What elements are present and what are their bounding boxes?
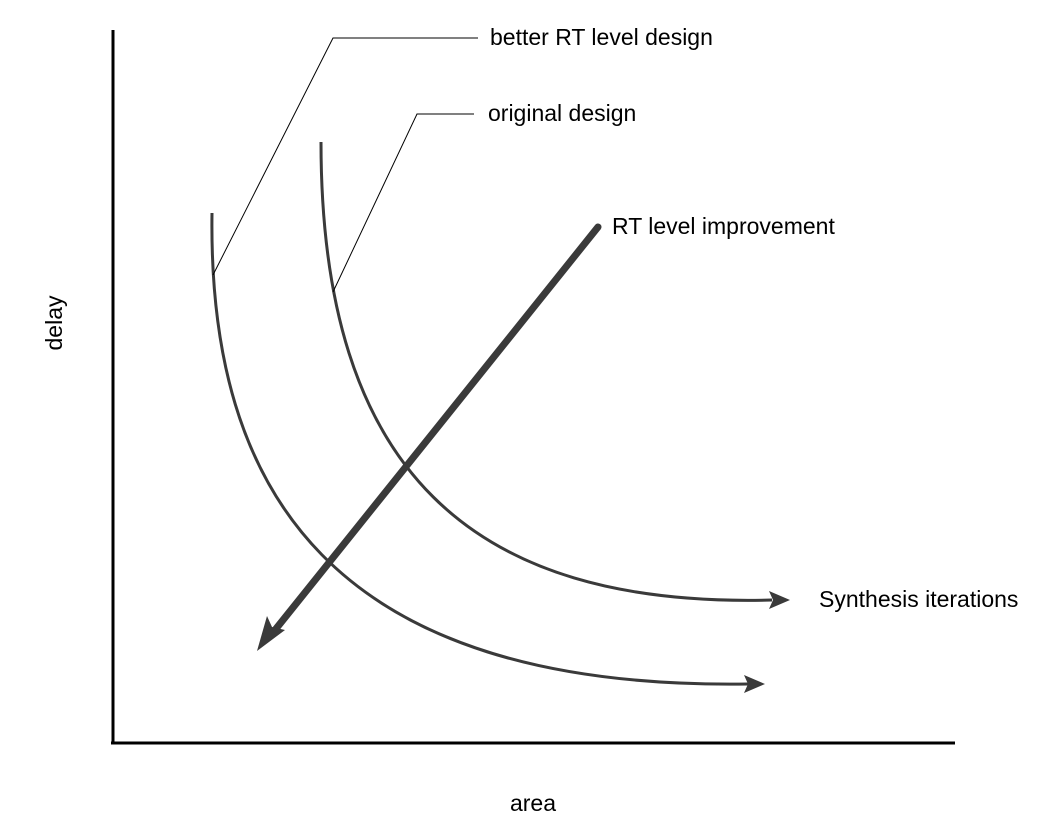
better-design-leader	[212, 37, 478, 276]
y-axis-label: delay	[41, 295, 67, 350]
original-design-curve	[319, 141, 773, 602]
improvement-arrow-shaft	[271, 223, 602, 634]
x-axis-label: area	[510, 790, 556, 814]
improvement-arrowhead	[257, 616, 285, 651]
better-design-curve	[210, 212, 749, 686]
improvement-label: RT level improvement	[612, 213, 835, 239]
original-design-leader	[332, 113, 474, 293]
iterations-label: Synthesis iterations	[819, 586, 1018, 612]
original-design-label: original design	[488, 100, 636, 126]
better-design-label: better RT level design	[490, 24, 713, 50]
better-design-arrowhead	[744, 675, 765, 693]
original-design-arrowhead	[769, 591, 790, 609]
